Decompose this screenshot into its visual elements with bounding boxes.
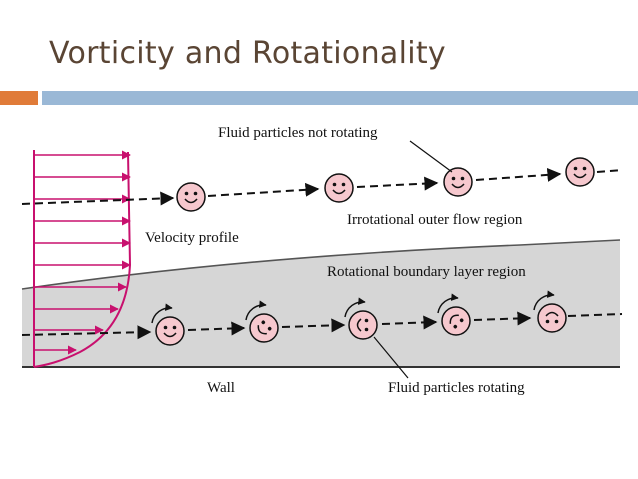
smiley-face-upright-icon [443,167,473,197]
boundary-layer-region [22,240,620,366]
streamline-segment [567,313,623,317]
title-accent-orange [0,91,38,105]
curved-arrow-icon [151,303,173,324]
streamline-segment [596,169,623,173]
leader-line-not-rotating [409,140,453,173]
label-boundary-layer: Rotational boundary layer region [327,264,526,280]
label-rotating: Fluid particles rotating [388,380,525,396]
streamline-segment [187,321,246,336]
streamline-segment [475,167,562,182]
smiley-face-upright-icon [565,157,595,187]
title-accent-blue [42,91,638,105]
boundary-layer-edge [21,239,621,290]
streamline-segment [281,318,346,333]
smiley-face-rotated-icon [537,303,567,333]
smiley-face-rotated-icon [348,310,378,340]
label-velocity-profile: Velocity profile [145,230,239,246]
label-not-rotating: Fluid particles not rotating [218,125,378,141]
curved-arrow-icon [245,300,267,321]
outer-streamline [21,167,623,206]
smiley-face-rotated-icon [155,316,185,346]
streamline-segment [473,311,532,326]
streamline-segment [356,176,439,191]
slide-title: Vorticity and Rotationality [49,36,446,71]
label-outer-region: Irrotational outer flow region [347,212,523,228]
velocity-profile [33,150,132,368]
curved-arrow-icon [533,290,555,311]
label-wall: Wall [207,380,235,396]
streamline-segment [21,325,152,340]
streamline-segment [207,182,320,197]
streamline-segment [381,315,438,330]
profile-curve [33,151,132,368]
smiley-face-rotated-icon [441,306,471,336]
smiley-face-upright-icon [324,173,354,203]
inner-streamline [21,311,623,340]
curved-arrow-icon [344,297,366,318]
curved-arrow-icon [437,293,459,314]
smiley-face-upright-icon [176,182,206,212]
smiley-face-rotated-icon [249,313,279,343]
leader-line-rotating [373,336,409,379]
